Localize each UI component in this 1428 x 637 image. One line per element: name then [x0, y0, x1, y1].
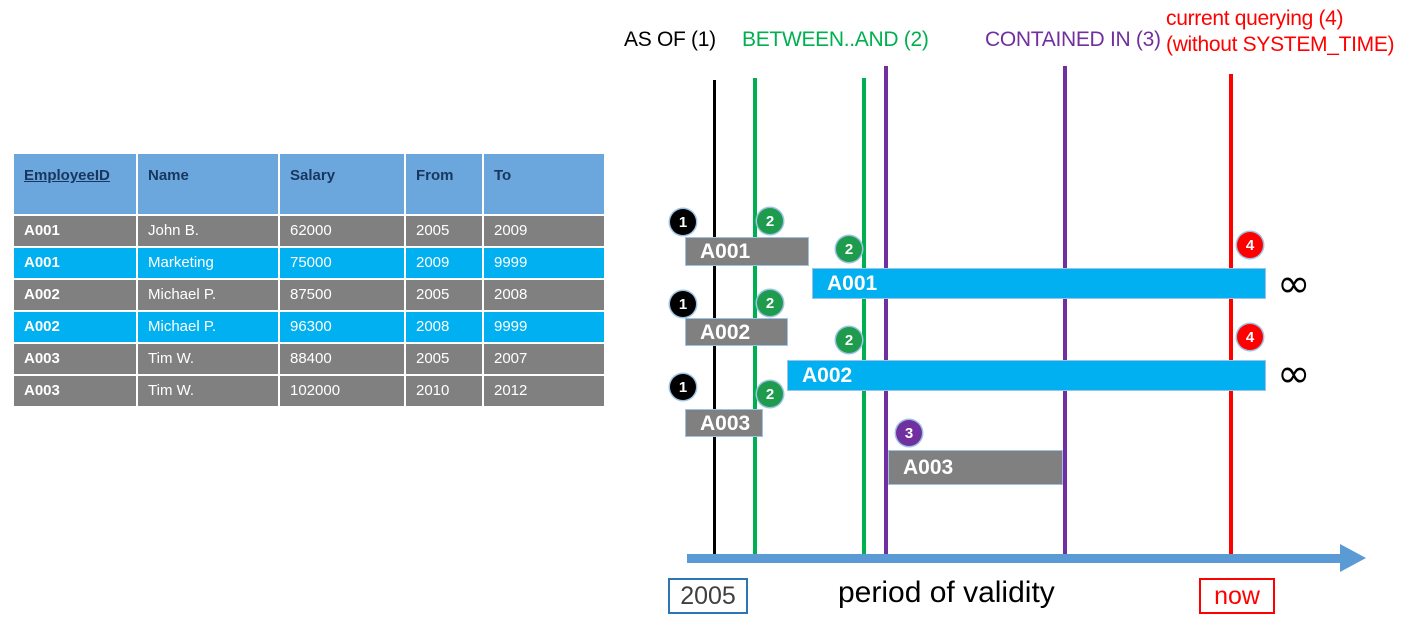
query-line-between-end	[862, 78, 866, 558]
legend-as-of: AS OF (1)	[624, 28, 716, 51]
bar-a003-historic: A003	[685, 409, 763, 437]
column-header-salary: Salary	[280, 154, 404, 214]
infinity-symbol-a001: ∞	[1277, 261, 1311, 307]
marker-2-a003: 2	[757, 381, 783, 407]
cell-from: 2005	[406, 344, 482, 374]
cell-from: 2005	[406, 216, 482, 246]
axis-caption: period of validity	[838, 576, 1055, 609]
cell-employeeid: A001	[14, 248, 136, 278]
cell-from: 2010	[406, 376, 482, 406]
cell-name: Tim W.	[138, 376, 278, 406]
cell-salary: 102000	[280, 376, 404, 406]
cell-employeeid: A003	[14, 344, 136, 374]
column-header-name: Name	[138, 154, 278, 214]
table-header: EmployeeID Name Salary From To	[14, 154, 604, 214]
cell-salary: 87500	[280, 280, 404, 310]
table-body: A001 John B. 62000 2005 2009 A001 Market…	[14, 216, 604, 406]
marker-1-a001: 1	[670, 209, 696, 235]
cell-from: 2009	[406, 248, 482, 278]
bar-a003-second: A003	[888, 450, 1063, 485]
marker-2-a001b: 2	[836, 236, 862, 262]
table-row: A002 Michael P. 96300 2008 9999	[14, 312, 604, 342]
bar-a002-current: A002	[787, 360, 1266, 391]
marker-4-a001: 4	[1237, 232, 1263, 258]
cell-salary: 88400	[280, 344, 404, 374]
cell-to: 2008	[484, 280, 604, 310]
cell-name: Tim W.	[138, 344, 278, 374]
marker-2-a002: 2	[757, 290, 783, 316]
cell-name: Marketing	[138, 248, 278, 278]
cell-to: 2007	[484, 344, 604, 374]
marker-4-a002: 4	[1237, 324, 1263, 350]
marker-2-a001: 2	[757, 208, 783, 234]
marker-1-a003: 1	[670, 374, 696, 400]
cell-to: 9999	[484, 248, 604, 278]
legend-current-querying: current querying (4) (without SYSTEM_TIM…	[1166, 6, 1395, 58]
cell-from: 2005	[406, 280, 482, 310]
query-line-contained-start	[884, 66, 888, 558]
cell-employeeid: A002	[14, 280, 136, 310]
infinity-symbol-a002: ∞	[1277, 351, 1311, 397]
column-header-from: From	[406, 154, 482, 214]
cell-name: Michael P.	[138, 280, 278, 310]
cell-salary: 62000	[280, 216, 404, 246]
table-row: A001 John B. 62000 2005 2009	[14, 216, 604, 246]
legend-current-line2: (without SYSTEM_TIME)	[1166, 33, 1395, 56]
table-row: A003 Tim W. 88400 2005 2007	[14, 344, 604, 374]
cell-to: 2012	[484, 376, 604, 406]
cell-employeeid: A002	[14, 312, 136, 342]
query-line-now	[1229, 74, 1233, 558]
axis-now-label: now	[1199, 578, 1275, 614]
table-row: A003 Tim W. 102000 2010 2012	[14, 376, 604, 406]
bar-a001-historic: A001	[685, 237, 809, 266]
marker-1-a002: 1	[670, 291, 696, 317]
timeline-arrow-icon	[1340, 544, 1366, 572]
cell-to: 2009	[484, 216, 604, 246]
timeline-axis	[687, 554, 1342, 563]
legend-contained-in: CONTAINED IN (3)	[985, 28, 1161, 51]
cell-from: 2008	[406, 312, 482, 342]
employee-history-table: EmployeeID Name Salary From To A001 John…	[12, 152, 606, 408]
bar-a002-historic: A002	[685, 318, 788, 346]
column-header-employeeid: EmployeeID	[14, 154, 136, 214]
cell-name: Michael P.	[138, 312, 278, 342]
table-row: A002 Michael P. 87500 2005 2008	[14, 280, 604, 310]
marker-2-a002b: 2	[836, 327, 862, 353]
query-line-contained-end	[1063, 66, 1067, 558]
cell-employeeid: A001	[14, 216, 136, 246]
cell-salary: 75000	[280, 248, 404, 278]
cell-employeeid: A003	[14, 376, 136, 406]
bar-a001-current: A001	[812, 268, 1266, 299]
cell-salary: 96300	[280, 312, 404, 342]
axis-start-label: 2005	[668, 578, 748, 614]
table-header-row: EmployeeID Name Salary From To	[14, 154, 604, 214]
marker-3-a003: 3	[896, 420, 922, 446]
column-header-to: To	[484, 154, 604, 214]
legend-between-and: BETWEEN..AND (2)	[742, 28, 929, 51]
cell-name: John B.	[138, 216, 278, 246]
legend-current-line1: current querying (4)	[1166, 7, 1344, 30]
table-row: A001 Marketing 75000 2009 9999	[14, 248, 604, 278]
cell-to: 9999	[484, 312, 604, 342]
